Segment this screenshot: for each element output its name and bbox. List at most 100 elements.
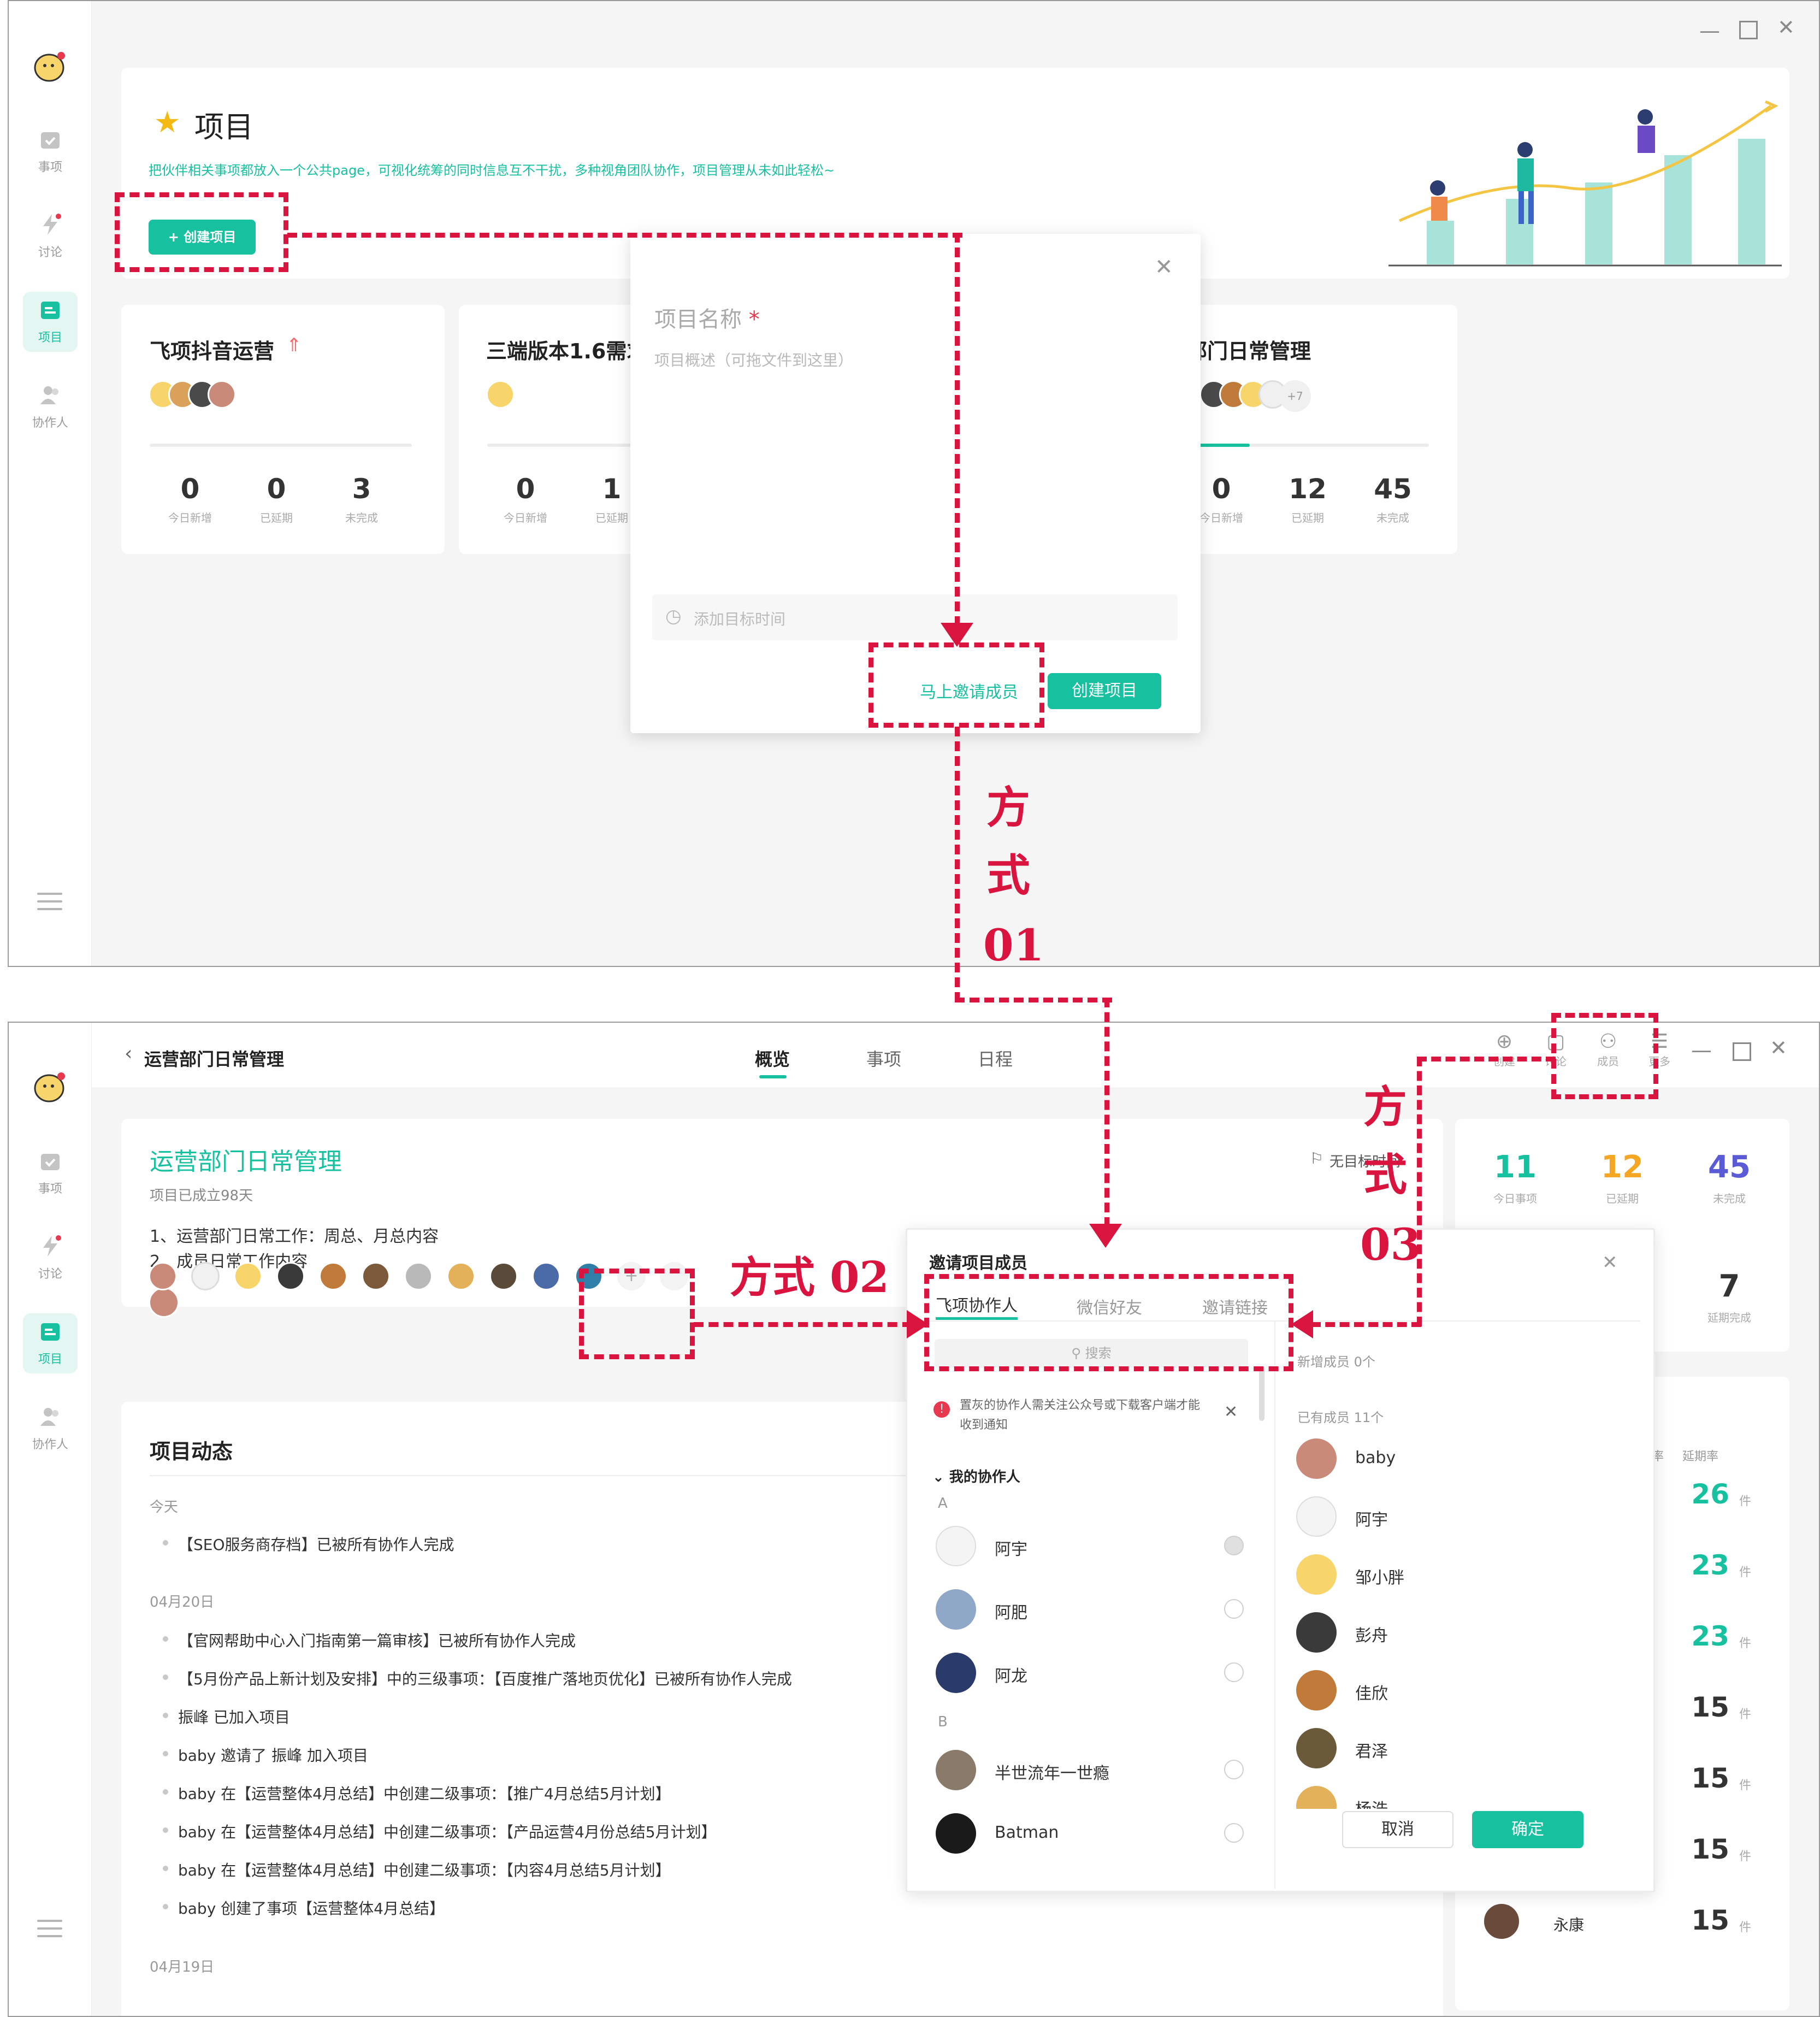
invite-members-dialog: 邀请项目成员 ✕ 飞项协作人 微信好友 邀请链接 ⚲ 搜索 ! 置灰的协作人需关…	[906, 1228, 1655, 1892]
project-list-window: 事项 讨论 项目 协作人 — ✕ ★ 项目 把伙伴相关事项都放入一个公共page…	[8, 0, 1820, 967]
create-project-submit-button[interactable]: 创建项目	[1048, 673, 1161, 709]
search-input[interactable]: ⚲ 搜索	[935, 1339, 1248, 1367]
project-description-line: 1、运营部门日常工作：周总、月总内容	[150, 1227, 439, 1246]
project-age: 项目已成立98天	[150, 1188, 253, 1204]
contact-row[interactable]: 阿肥	[929, 1577, 1251, 1635]
toolbar-create[interactable]: ⊕ 创建	[1488, 1030, 1521, 1069]
arrow-left-icon	[1291, 1310, 1313, 1338]
annotation-label: 方	[1363, 1081, 1407, 1133]
chevron-down-icon: ⌄	[932, 1469, 944, 1485]
avatar	[936, 1750, 976, 1790]
minimize-icon[interactable]: —	[1699, 19, 1720, 43]
stat-label: 未完成	[345, 511, 378, 524]
member-row: 佳欣	[1290, 1658, 1639, 1716]
project-name-input[interactable]: 项目名称 *	[654, 302, 1091, 334]
tab-tasks[interactable]: 事项	[866, 1049, 902, 1070]
maximize-icon[interactable]	[1739, 21, 1758, 39]
avatar	[1296, 1438, 1337, 1479]
member-name: 杨浩	[1355, 1796, 1388, 1809]
contact-checkbox[interactable]	[1224, 1599, 1244, 1619]
tab-collaborators[interactable]: 飞项协作人	[936, 1296, 1018, 1316]
ranking-value: 15	[1691, 1762, 1729, 1794]
avatar	[936, 1589, 976, 1630]
toolbar-members[interactable]: ⚇ 成员	[1592, 1030, 1624, 1069]
invite-members-button[interactable]: 马上邀请成员	[920, 683, 1018, 702]
member-row: baby	[1290, 1426, 1639, 1484]
progress-fill	[1199, 444, 1250, 447]
contact-row[interactable]: 半世流年一世瘾	[929, 1738, 1251, 1796]
existing-members-count: 已有成员 11个	[1297, 1410, 1384, 1425]
contact-checkbox[interactable]	[1224, 1823, 1244, 1843]
project-card[interactable]: 飞项抖音运营 ⇑ 0 今日新增 0 已延期 3 未完成	[121, 305, 445, 554]
progress-track	[1199, 444, 1429, 447]
close-notice-icon[interactable]: ✕	[1224, 1402, 1238, 1422]
member-name: baby	[1355, 1448, 1396, 1467]
stat-label: 已延期	[1606, 1192, 1639, 1205]
contact-name: Batman	[995, 1823, 1059, 1842]
group-header[interactable]: ⌄ 我的协作人	[932, 1466, 1020, 1486]
avatar	[1296, 1612, 1337, 1653]
contact-name: 阿宇	[995, 1540, 1027, 1559]
app-logo-icon	[31, 46, 70, 85]
activity-item: baby 在【运营整体4月总结】中创建二级事项：【推广4月总结5月计划】	[163, 1782, 671, 1804]
menu-icon[interactable]	[37, 893, 62, 911]
connector-line	[1104, 998, 1109, 1227]
ranking-unit: 件	[1739, 1921, 1751, 1935]
sidebar-item-discussion[interactable]: 讨论	[23, 1228, 78, 1288]
avatar	[1296, 1728, 1337, 1768]
ranking-value: 15	[1691, 1904, 1729, 1936]
star-icon: ★	[154, 105, 181, 139]
sidebar-item-tasks[interactable]: 事项	[23, 1143, 78, 1203]
sidebar-item-projects[interactable]: 项目	[23, 292, 78, 352]
tab-overview[interactable]: 概览	[755, 1049, 790, 1070]
avatar	[149, 1262, 177, 1290]
stat-label: 未完成	[1713, 1192, 1746, 1205]
contact-name: 阿龙	[995, 1667, 1027, 1686]
sidebar-item-collaborators[interactable]: 协作人	[23, 1399, 78, 1459]
minimize-icon[interactable]: —	[1691, 1038, 1712, 1062]
flag-icon: ⚐	[1310, 1149, 1324, 1167]
tab-invite-link[interactable]: 邀请链接	[1202, 1299, 1268, 1318]
back-chevron-icon[interactable]: ‹	[125, 1042, 133, 1065]
stat-label: 今日新增	[504, 511, 547, 524]
close-icon[interactable]: ✕	[1777, 15, 1795, 39]
close-icon[interactable]: ✕	[1770, 1036, 1787, 1060]
contact-checkbox[interactable]	[1224, 1662, 1244, 1682]
activity-item: 【SEO服务商存档】已被所有协作人完成	[163, 1533, 454, 1555]
stat-value: 3	[352, 473, 371, 505]
highlight-invite-tabs	[924, 1274, 1293, 1371]
contact-row[interactable]: Batman	[929, 1801, 1251, 1859]
sidebar-item-collaborators[interactable]: 协作人	[23, 377, 78, 437]
maximize-icon[interactable]	[1733, 1042, 1751, 1061]
annotation-label: 方	[986, 782, 1030, 833]
menu-icon[interactable]	[37, 1920, 62, 1938]
ranking-unit: 件	[1739, 1637, 1751, 1650]
connector-line	[955, 998, 1112, 1002]
tab-schedule[interactable]: 日程	[978, 1049, 1013, 1070]
contact-row[interactable]: 阿龙	[929, 1641, 1251, 1698]
confirm-button[interactable]: 确定	[1472, 1811, 1583, 1848]
arrow-right-icon	[907, 1310, 929, 1338]
group-title: 我的协作人	[949, 1469, 1020, 1485]
close-icon[interactable]: ✕	[1155, 255, 1173, 280]
sidebar-item-discussion[interactable]: 讨论	[23, 207, 78, 267]
progress-track	[487, 444, 749, 447]
contact-checkbox[interactable]	[1224, 1760, 1244, 1779]
sidebar-item-tasks[interactable]: 事项	[23, 121, 78, 181]
target-time-field[interactable]: ◷ 添加目标时间	[652, 594, 1178, 640]
project-description-input[interactable]: 项目概述（可拖文件到这里）	[654, 351, 854, 369]
notice-text: 置灰的协作人需关注公众号或下载客户端才能收到通知	[960, 1399, 1201, 1432]
ranking-value: 23	[1691, 1549, 1729, 1581]
stat-label: 今日新增	[168, 511, 212, 524]
avatar	[1296, 1670, 1337, 1711]
breadcrumb[interactable]: 运营部门日常管理	[144, 1049, 285, 1070]
contact-row[interactable]: 阿宇	[929, 1514, 1251, 1572]
contact-checkbox[interactable]	[1224, 1536, 1244, 1555]
close-icon[interactable]: ✕	[1602, 1252, 1618, 1273]
tab-wechat-friends[interactable]: 微信好友	[1077, 1299, 1142, 1318]
cancel-button[interactable]: 取消	[1342, 1811, 1453, 1848]
create-project-button[interactable]: + 创建项目	[149, 220, 256, 255]
scrollbar[interactable]	[1259, 1366, 1264, 1421]
target-time[interactable]: 无目标时间	[1329, 1154, 1401, 1170]
sidebar-item-projects[interactable]: 项目	[23, 1313, 78, 1373]
